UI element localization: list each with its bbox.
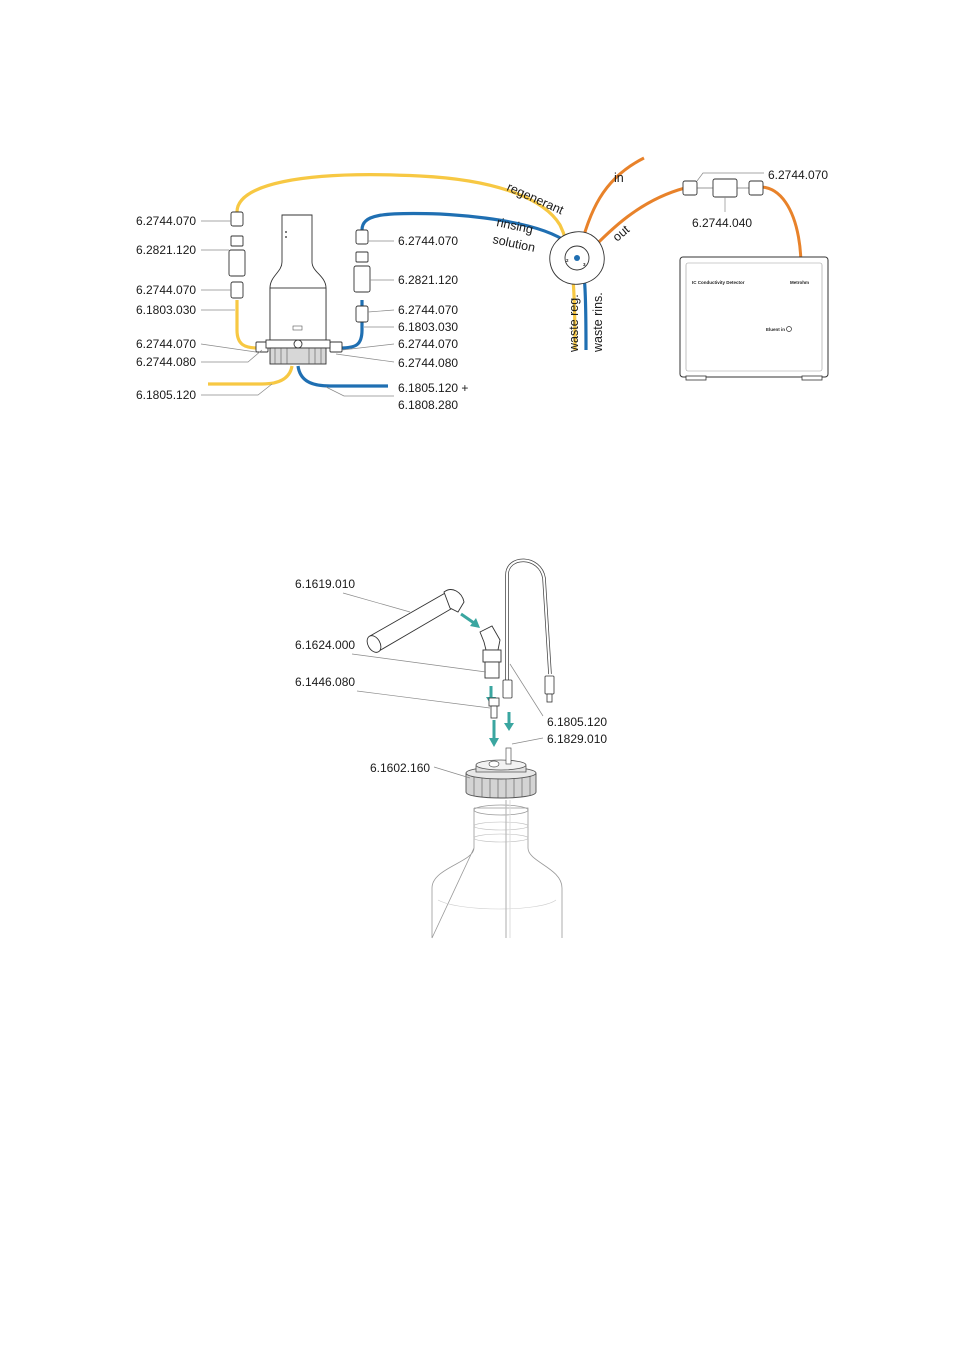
suppressor-unit [265,214,331,365]
label-coupling: 6.1829.010 [547,732,607,746]
regenerant-tube-lower [235,300,259,350]
left-part-labels: 6.2744.070 6.2821.120 6.2744.070 6.1803.… [136,214,273,402]
label-tubing: 6.1805.120 [547,715,607,729]
left-label-4: 6.1803.030 [136,303,196,317]
right-label-8: 6.1808.280 [398,398,458,412]
flow-label-out: out [610,222,633,244]
bottle-cap [465,747,537,799]
left-label-6: 6.2744.080 [136,355,196,369]
right-fitting-stack [329,229,371,353]
right-label-4: 6.1803.030 [398,320,458,334]
bottle [431,800,563,939]
figure-2-bottle-assembly: 6.1619.010 6.1624.000 6.1446.080 6.1805.… [295,558,607,939]
left-label-5: 6.2744.070 [136,337,196,351]
detector-port-label: Eluent in [766,327,785,332]
left-fitting-stack [228,211,269,353]
figure-1-tubing-diagram: 2 3 IC Conductivity Detector Metrohm Elu… [136,156,829,412]
right-label-3: 6.2744.070 [398,303,458,317]
tube-holder [366,589,465,653]
regenerant-waste-tube [208,365,294,386]
flow-label-regenerant: regenerant [505,180,566,218]
label-tube-holder: 6.1619.010 [295,577,355,591]
connector [488,697,500,719]
coupler-bottom-label: 6.2744.040 [692,216,752,230]
flow-label-waste-reg: waste reg. [567,294,581,353]
rinsing-tube-lower [339,300,364,350]
right-label-6: 6.2744.080 [398,356,458,370]
label-adapter: 6.1624.000 [295,638,355,652]
adapter [479,625,502,679]
conductivity-detector: IC Conductivity Detector Metrohm Eluent … [679,256,829,381]
left-label-1: 6.2744.070 [136,214,196,228]
valve-port-3: 3 [583,262,586,267]
right-label-5: 6.2744.070 [398,337,458,351]
coupler-top-label: 6.2744.070 [768,168,828,182]
right-label-1: 6.2744.070 [398,234,458,248]
rinsing-waste-tube [296,365,388,388]
eluent-port-icon [786,326,792,332]
right-part-labels: 6.2744.070 6.2821.120 6.2744.070 6.1803.… [325,234,468,412]
tubing-loop [502,558,555,703]
rinsing-tube [360,211,588,351]
valve-port-2: 2 [566,258,569,263]
left-label-7: 6.1805.120 [136,388,196,402]
flow-label-in: in [614,171,624,185]
valve-knob: 2 3 [549,231,605,285]
right-label-7: 6.1805.120 + [398,381,468,395]
detector-name: IC Conductivity Detector [692,280,745,285]
label-connector: 6.1446.080 [295,675,355,689]
detector-coupler [682,178,764,198]
label-bottle-cap: 6.1602.160 [370,761,430,775]
flow-label-waste-rins: waste rins. [591,292,605,353]
left-label-3: 6.2744.070 [136,283,196,297]
right-label-2: 6.2821.120 [398,273,458,287]
left-label-2: 6.2821.120 [136,243,196,257]
detector-brand: Metrohm [790,280,809,285]
